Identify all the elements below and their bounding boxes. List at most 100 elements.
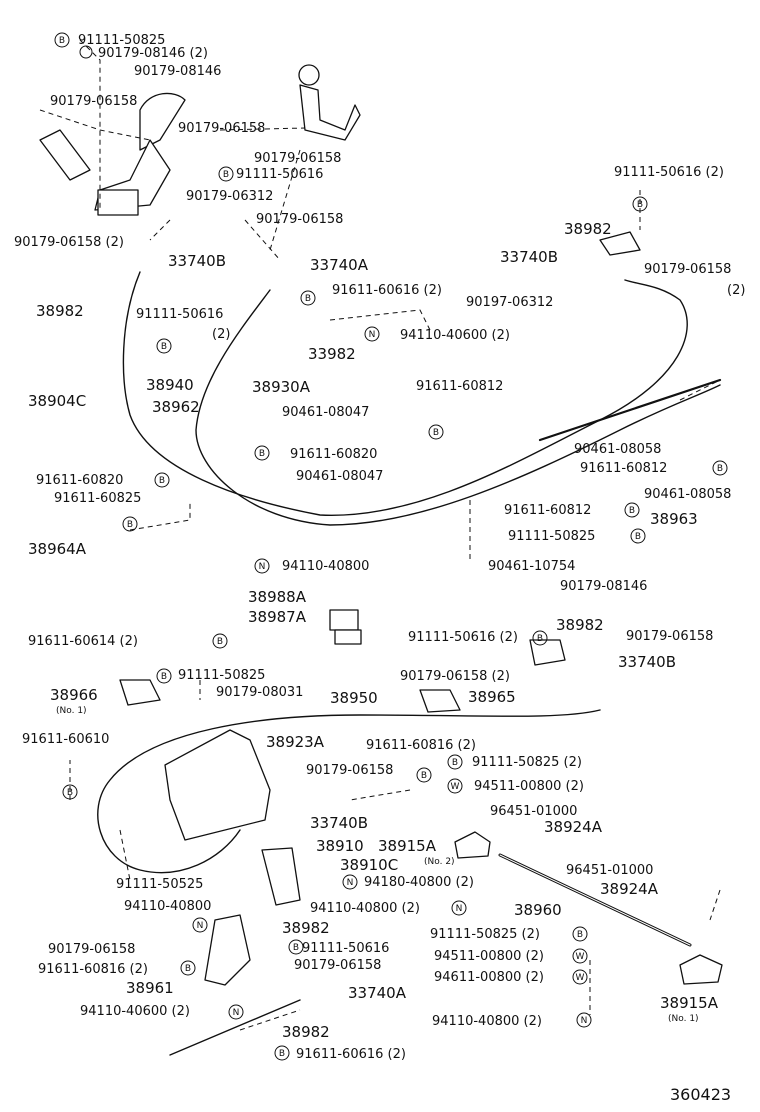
callout-c66b: (No. 2)	[424, 857, 455, 867]
marker-n-icon: N	[254, 558, 270, 574]
callout-c30: 90461-08047	[296, 469, 383, 484]
marker-n-icon: N	[228, 1004, 244, 1020]
marker-n-icon: N	[342, 874, 358, 890]
callout-c63: 33740B	[310, 814, 368, 832]
parts	[39, 64, 723, 986]
marker-b-icon: B	[632, 196, 648, 212]
callout-c14b: (2)	[212, 327, 230, 342]
svg-text:B: B	[293, 943, 299, 953]
marker-b-icon: B	[447, 754, 463, 770]
callout-c61: 94511-00800 (2)	[474, 779, 584, 794]
marker-b-icon: B	[180, 960, 196, 976]
svg-text:B: B	[217, 637, 223, 647]
marker-b-icon: B	[218, 166, 234, 182]
leader-lines	[39, 39, 721, 1031]
callout-c86: 94110-40800 (2)	[432, 1014, 542, 1029]
callout-c83: 94611-00800 (2)	[434, 970, 544, 985]
callout-c16: 94110-40600 (2)	[400, 328, 510, 343]
marker-n-icon: N	[451, 900, 467, 916]
callout-c56: 91611-60610	[22, 732, 109, 747]
cable-38940	[122, 271, 688, 516]
svg-text:B: B	[305, 294, 311, 304]
callout-c46: 91111-50616 (2)	[408, 630, 518, 645]
callout-c75: 38982	[282, 919, 330, 937]
svg-text:B: B	[452, 758, 458, 768]
callout-c22: 90197-06312	[466, 295, 553, 310]
marker-b-icon: B	[122, 516, 138, 532]
marker-n-icon: N	[364, 326, 380, 342]
callout-c40: 94110-40800	[282, 559, 369, 574]
callout-c68: 96451-01000	[566, 863, 653, 878]
diagram-id: 360423	[670, 1085, 731, 1104]
callout-c72: 94110-40800	[124, 899, 211, 914]
callout-c81: 94511-00800 (2)	[434, 949, 544, 964]
svg-text:B: B	[577, 930, 583, 940]
callout-c32: 91611-60825	[54, 491, 141, 506]
callout-c43: 38988A	[248, 588, 307, 606]
callout-c41: 90461-10754	[488, 559, 575, 574]
block-38915a-no1	[679, 954, 723, 985]
callout-c78: 91111-50825 (2)	[430, 927, 540, 942]
callout-c29: 91611-60820	[290, 447, 377, 462]
callout-c49: 91111-50825	[178, 668, 265, 683]
callout-c28: 90461-08047	[282, 405, 369, 420]
callout-c15: 91611-60616 (2)	[332, 283, 442, 298]
marker-b-icon: B	[54, 32, 70, 48]
callout-c60: 90179-06158	[306, 763, 393, 778]
callout-c89: 91611-60616 (2)	[296, 1047, 406, 1062]
callout-c35: 91611-60812	[580, 461, 667, 476]
callout-c26: 38962	[152, 398, 200, 416]
callout-c54: 38950	[330, 689, 378, 707]
marker-b-icon: B	[416, 767, 432, 783]
callout-c53: 90179-08031	[216, 685, 303, 700]
svg-text:N: N	[456, 904, 463, 914]
svg-text:B: B	[629, 506, 635, 516]
callout-c50: 90179-06158 (2)	[400, 669, 510, 684]
callout-c18: 91111-50616 (2)	[614, 165, 724, 180]
marker-b-icon: B	[712, 460, 728, 476]
callout-c88: 38982	[282, 1023, 330, 1041]
marker-b-icon: B	[154, 472, 170, 488]
marker-b-icon: B	[288, 939, 304, 955]
callout-c14: 91111-50616	[136, 307, 223, 322]
callout-c19: 38982	[564, 220, 612, 238]
callout-c69: 91111-50525	[116, 877, 203, 892]
callout-c10: 90179-06158 (2)	[14, 235, 124, 250]
callout-c87: 38915A	[660, 994, 719, 1012]
svg-text:B: B	[127, 520, 133, 530]
callout-c04: 90179-06158	[50, 94, 137, 109]
bracket-38961	[204, 914, 251, 986]
svg-text:B: B	[537, 634, 543, 644]
marker-b-icon: B	[532, 630, 548, 646]
bracket-38923a	[164, 729, 271, 841]
svg-text:N: N	[369, 330, 376, 340]
callout-c24: 38930A	[252, 378, 311, 396]
callout-labels: 91111-50825 90179-08146 (2) 90179-08146 …	[14, 33, 745, 1104]
callout-c48: 90179-06158	[626, 629, 713, 644]
svg-text:N: N	[197, 921, 204, 931]
callout-c77: 91111-50616	[302, 941, 389, 956]
marker-w-icon: W	[572, 948, 588, 964]
svg-text:B: B	[161, 342, 167, 352]
svg-text:N: N	[347, 878, 354, 888]
svg-text:B: B	[59, 36, 65, 46]
svg-text:W: W	[576, 952, 585, 962]
callout-c79: 91611-60816 (2)	[38, 962, 148, 977]
callout-c01: 91111-50825	[78, 33, 165, 48]
svg-text:B: B	[433, 428, 439, 438]
svg-text:B: B	[279, 1049, 285, 1059]
svg-text:B: B	[637, 200, 643, 210]
callout-c17: 33982	[308, 345, 356, 363]
symbol-markers: B B B B B N B B B B B B B N B B B B B B …	[54, 32, 728, 1061]
marker-b-icon: B	[572, 926, 588, 942]
callout-c21: 90179-06158	[644, 262, 731, 277]
marker-b-icon: B	[62, 784, 78, 800]
callout-c55: 38965	[468, 688, 516, 706]
callout-c62: 96451-01000	[490, 804, 577, 819]
callout-c57: 38923A	[266, 733, 325, 751]
callout-c37: 91611-60812	[504, 503, 591, 518]
svg-text:B: B	[421, 771, 427, 781]
svg-text:N: N	[581, 1016, 588, 1026]
